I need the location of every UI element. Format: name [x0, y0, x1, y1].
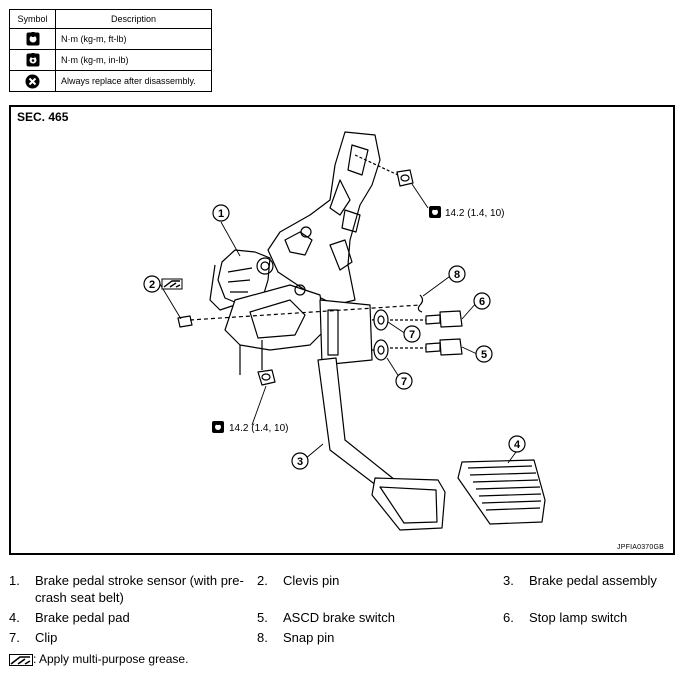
callout-5: 5 — [475, 345, 493, 363]
svg-text:3: 3 — [297, 456, 303, 468]
always-replace-icon — [25, 74, 40, 88]
svg-text:1: 1 — [218, 208, 224, 220]
callout-2: 2 — [143, 275, 161, 293]
torque-wrench-icon — [429, 206, 441, 218]
grease-note: : Apply multi-purpose grease. — [9, 652, 188, 666]
callout-7-upper: 7 — [403, 325, 421, 343]
callout-7-lower: 7 — [395, 372, 413, 390]
snap-pin — [417, 294, 424, 313]
leader-lines — [159, 183, 517, 464]
svg-text:7: 7 — [401, 376, 407, 388]
stroke-sensor — [209, 249, 274, 311]
torque-upper-value: 14.2 (1.4, 10) — [445, 208, 504, 219]
clevis-pin — [177, 304, 421, 328]
svg-text:4: 4 — [514, 439, 521, 451]
section-title: SEC. 465 — [17, 110, 69, 124]
diagram-frame — [9, 105, 675, 555]
pedal-plate — [371, 477, 446, 531]
symbol-table: Symbol Description N·m (kg-m, ft-lb) N·m… — [9, 9, 212, 92]
switch-bracket — [319, 299, 386, 366]
callout-6: 6 — [473, 292, 491, 310]
callout-4: 4 — [508, 435, 526, 453]
callout-1: 1 — [212, 204, 230, 222]
grease-icon — [9, 653, 33, 666]
torque-wrench-icon — [212, 421, 224, 433]
callout-3: 3 — [291, 452, 309, 470]
svg-text:7: 7 — [409, 329, 415, 341]
torque-wrench-icon — [26, 32, 39, 46]
pedal-bracket — [267, 131, 381, 306]
svg-text:2: 2 — [149, 279, 155, 291]
grease-symbol-diagram — [161, 278, 183, 290]
symbol-desc-3: Always replace after disassembly. — [55, 70, 212, 92]
torque-upper: 14.2 (1.4, 10) — [429, 206, 504, 219]
callout-8: 8 — [448, 265, 466, 283]
svg-text:5: 5 — [481, 349, 487, 361]
nut-lower — [257, 369, 276, 386]
figure-code: JPFIA0370GB — [617, 544, 664, 551]
grease-note-text: : Apply multi-purpose grease. — [33, 652, 189, 666]
stop-lamp-switch — [390, 310, 463, 328]
torque-lower: 14.2 (1.4, 10) — [212, 421, 288, 434]
nut-upper — [354, 154, 414, 187]
svg-text:8: 8 — [454, 269, 460, 281]
pedal-arm — [317, 357, 396, 493]
pedal-linkage — [224, 284, 326, 375]
ascd-brake-switch — [390, 338, 463, 356]
torque-lower-value: 14.2 (1.4, 10) — [229, 423, 288, 434]
svg-text:6: 6 — [479, 296, 485, 308]
torque-wrench-small-icon — [26, 53, 39, 67]
pedal-pad — [457, 459, 546, 525]
clip-lower — [373, 339, 389, 361]
clip-upper — [373, 309, 389, 331]
